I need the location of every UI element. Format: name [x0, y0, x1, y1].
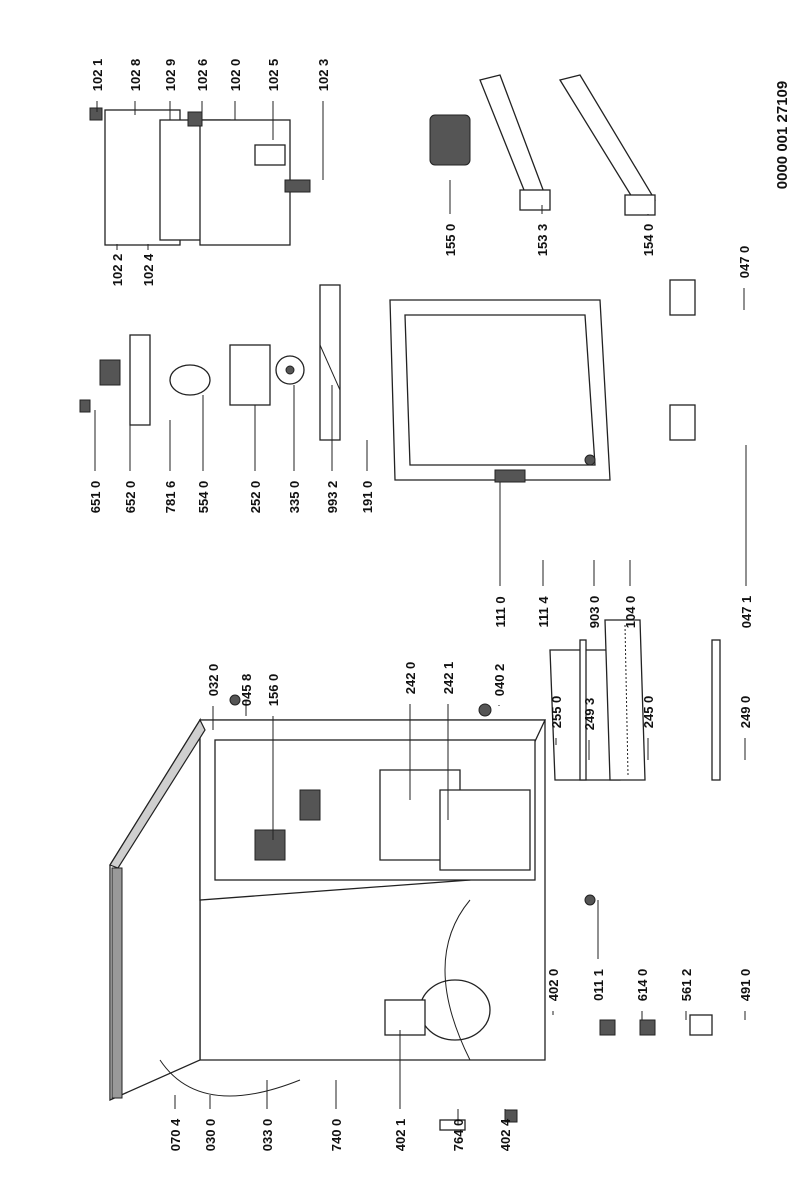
part-number-label: 102 4 [141, 253, 156, 286]
foot-part [669, 279, 696, 316]
part-number-label: 102 5 [266, 59, 281, 92]
part-number-label: 903 0 [587, 596, 602, 629]
door-shelf-part [479, 74, 546, 206]
part-number-label: 191 0 [360, 481, 375, 514]
egg-holder-part [254, 829, 286, 861]
part-number-label: 491 0 [738, 969, 753, 1002]
part-number-label: 047 1 [739, 596, 754, 629]
part-number-label: 255 0 [549, 696, 564, 729]
part-number-label: 102 3 [316, 59, 331, 92]
door-part [319, 284, 611, 483]
part-number-label: 245 0 [641, 696, 656, 729]
part-number-label: 030 0 [203, 1119, 218, 1152]
part-number-label: 102 8 [128, 59, 143, 92]
part-number-label: 102 2 [110, 254, 125, 287]
part-number-label: 652 0 [123, 481, 138, 514]
part-number-label: 102 9 [163, 59, 178, 92]
part-number-label: 111 0 [493, 596, 508, 627]
part-number-label: 249 3 [582, 698, 597, 731]
part-number-label: 993 2 [325, 481, 340, 514]
part-number-label: 402 1 [393, 1119, 408, 1152]
cabinet-part [109, 717, 547, 1102]
compressor-part [419, 979, 491, 1041]
part-number-label: 011 1 [591, 969, 606, 1001]
part-number-label: 104 0 [623, 596, 638, 629]
part-number-label: 242 0 [403, 662, 418, 695]
part-number-label: 111 4 [536, 596, 551, 628]
part-number-label: 740 0 [329, 1119, 344, 1152]
part-number-label: 554 0 [196, 481, 211, 514]
part-number-label: 102 6 [195, 59, 210, 92]
part-number-label: 335 0 [287, 481, 302, 514]
part-number-label: 040 2 [492, 664, 507, 697]
part-number-label: 402 0 [546, 969, 561, 1002]
part-number-label: 033 0 [260, 1119, 275, 1152]
part-number-label: 614 0 [635, 969, 650, 1002]
thermostat-part [129, 334, 151, 426]
top-grille-part [111, 867, 123, 1099]
part-number-label: 102 0 [228, 59, 243, 92]
part-number-label: 155 0 [443, 224, 458, 257]
part-number-label: 249 0 [738, 696, 753, 729]
document-number: 0000 001 27109 [774, 81, 791, 189]
part-number-label: 781 6 [163, 481, 178, 514]
shelf-trim-part [711, 639, 721, 781]
part-number-label: 252 0 [248, 481, 263, 514]
part-number-label: 764 0 [451, 1119, 466, 1152]
part-number-label: 154 0 [641, 224, 656, 257]
wire-shelf-part [604, 619, 646, 781]
part-number-label: 070 4 [168, 1118, 183, 1151]
part-number-label: 402 4 [498, 1118, 513, 1151]
part-labels: 102 1 102 8 102 9 102 6 102 0 102 5 102 3 102 2… [88, 59, 754, 1152]
part-number-label: 242 1 [441, 662, 456, 695]
part-number-label: 045 8 [239, 674, 254, 707]
part-number-label: 156 0 [266, 674, 281, 707]
part-number-label: 561 2 [679, 969, 694, 1002]
part-number-label: 032 0 [206, 664, 221, 697]
part-number-label: 047 0 [737, 246, 752, 279]
leader-lines [94, 101, 747, 1125]
parts-drawing [79, 74, 721, 1131]
part-number-label: 651 0 [88, 481, 103, 514]
egg-tray-part [429, 114, 471, 166]
part-number-label: 153 3 [535, 224, 550, 257]
part-number-label: 102 1 [90, 59, 105, 92]
